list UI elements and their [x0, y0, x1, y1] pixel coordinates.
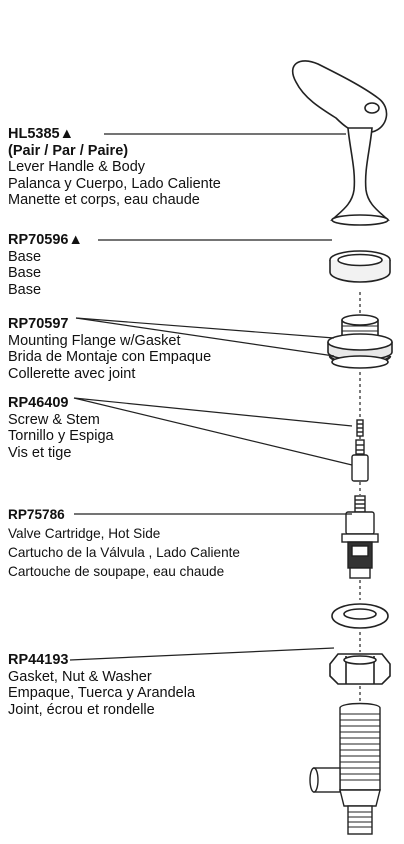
washer-drawing: [331, 603, 389, 629]
part-description-en: Lever Handle & Body: [8, 159, 146, 176]
part-description-es: Tornillo y Espiga: [8, 428, 114, 445]
part-description-en: Valve Cartridge, Hot Side: [8, 526, 161, 541]
part-code: RP70597: [8, 316, 69, 332]
mounting-flange-drawing: [327, 314, 393, 369]
part-description-fr: Joint, écrou et rondelle: [8, 701, 155, 718]
part-description-fr: Base: [8, 281, 42, 298]
part-label-rp75786: RP75786 Valve Cartridge, Hot Side Cartuc…: [8, 505, 240, 581]
part-label-rp70596: RP70596▲ Base Base Base: [8, 232, 83, 298]
screw-drawing: [356, 419, 364, 437]
part-description-fr: Collerette avec joint: [8, 365, 136, 382]
part-description-es: Cartucho de la Válvula , Lado Caliente: [8, 545, 240, 560]
stem-drawing: [351, 439, 369, 482]
part-description-fr: Manette et corps, eau chaude: [8, 192, 200, 209]
part-subtitle: (Pair / Par / Paire): [8, 142, 129, 159]
part-description-es: Palanca y Cuerpo, Lado Caliente: [8, 175, 221, 192]
hex-nut-drawing: [329, 653, 391, 685]
part-code: RP75786: [8, 507, 65, 522]
part-description-es: Base: [8, 265, 42, 282]
part-description-en: Gasket, Nut & Washer: [8, 668, 152, 685]
part-code: RP70596▲: [8, 232, 83, 248]
part-label-rp44193: RP44193 Gasket, Nut & Washer Empaque, Tu…: [8, 652, 195, 718]
part-description-es: Empaque, Tuerca y Arandela: [8, 685, 196, 702]
part-description-fr: Vis et tige: [8, 444, 72, 461]
part-description-en: Base: [8, 248, 42, 265]
part-description-fr: Cartouche de soupape, eau chaude: [8, 564, 225, 579]
part-code: RP46409: [8, 395, 69, 411]
base-ring-drawing: [329, 250, 391, 283]
part-code: RP44193: [8, 652, 69, 668]
part-description-en: Mounting Flange w/Gasket: [8, 332, 181, 349]
valve-body-drawing: [309, 702, 381, 835]
part-description-en: Screw & Stem: [8, 411, 100, 428]
part-code: HL5385▲: [8, 126, 74, 142]
leader-lines: [69, 133, 353, 661]
part-description-es: Brida de Montaje con Empaque: [8, 349, 212, 366]
lever-handle-body-drawing: [291, 60, 390, 226]
part-label-hl5385: HL5385▲ (Pair / Par / Paire) Lever Handl…: [8, 126, 221, 209]
part-label-rp70597: RP70597 Mounting Flange w/Gasket Brida d…: [8, 316, 211, 382]
valve-cartridge-drawing: [341, 495, 379, 579]
part-label-rp46409: RP46409 Screw & Stem Tornillo y Espiga V…: [8, 395, 114, 461]
